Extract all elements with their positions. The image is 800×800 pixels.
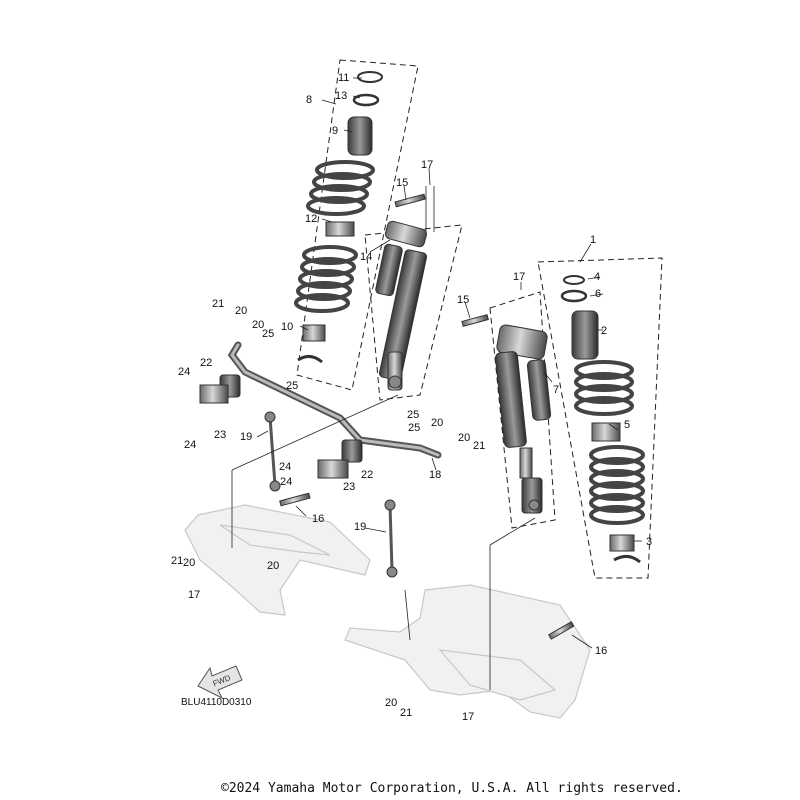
fwd-arrow-icon: FWD — [197, 665, 243, 700]
callout: 4 — [594, 271, 600, 283]
callout: 25 — [407, 409, 419, 421]
callout: 17 — [421, 159, 433, 171]
callout: 6 — [595, 288, 601, 300]
callout: 20 — [431, 417, 443, 429]
stabilizer-links — [264, 411, 398, 578]
dashed-box-8 — [296, 59, 419, 391]
callout: 21 — [400, 707, 412, 719]
dashed-box-14 — [364, 224, 463, 401]
copyright-notice: ©2024 Yamaha Motor Corporation, U.S.A. A… — [221, 781, 683, 796]
callout: 14 — [360, 251, 372, 263]
dashed-box-7 — [489, 291, 556, 529]
callout: 21 — [171, 555, 183, 567]
callout: 15 — [457, 294, 469, 306]
callout: 13 — [335, 90, 347, 102]
dashed-box-1 — [537, 257, 663, 579]
callout: 5 — [624, 419, 630, 431]
callout: 21 — [212, 298, 224, 310]
stabilizer-bar — [199, 341, 442, 479]
leader-lines — [231, 77, 642, 690]
callout: 16 — [312, 513, 324, 525]
callout: 15 — [396, 177, 408, 189]
callout: 20 — [235, 305, 247, 317]
callout: 10 — [281, 321, 293, 333]
callout: 20 — [183, 557, 195, 569]
callout: 17 — [462, 711, 474, 723]
callout: 22 — [361, 469, 373, 481]
callout: 16 — [595, 645, 607, 657]
callout-labels: 1 2 3 4 5 6 7 8 9 10 11 12 13 14 15 15 1… — [171, 72, 652, 723]
callout: 20 — [385, 697, 397, 709]
callout: 2 — [601, 325, 607, 337]
callout: 12 — [305, 213, 317, 225]
upper-shock-absorber — [375, 220, 428, 391]
callout: 25 — [408, 422, 420, 434]
bolts — [279, 193, 575, 640]
callout: 8 — [306, 94, 312, 106]
callout: 17 — [188, 589, 200, 601]
diagram-code: BLU4110D0310 — [181, 697, 252, 708]
callout: 25 — [262, 328, 274, 340]
callout: 24 — [279, 461, 291, 473]
callout: 7 — [553, 384, 559, 396]
left-spring-stack — [294, 71, 383, 364]
callout: 24 — [280, 476, 292, 488]
callout: 19 — [240, 431, 252, 443]
callout: 25 — [286, 380, 298, 392]
callout: 20 — [458, 432, 470, 444]
callout: 20 — [267, 560, 279, 572]
callout: 23 — [343, 481, 355, 493]
callout: 9 — [332, 125, 338, 137]
callout: 24 — [184, 439, 196, 451]
callout: 11 — [338, 72, 349, 84]
callout: 18 — [429, 469, 441, 481]
callout: 23 — [214, 429, 226, 441]
callout: 3 — [646, 536, 652, 548]
callout: 22 — [200, 357, 212, 369]
swingarm-left — [184, 504, 371, 616]
callout: 21 — [473, 440, 485, 452]
swingarm-right — [344, 584, 591, 719]
callout: 17 — [513, 271, 525, 283]
lower-shock-absorber — [495, 324, 552, 514]
callout: 19 — [354, 521, 366, 533]
callout: 24 — [178, 366, 190, 378]
callout: 20 — [252, 319, 264, 331]
callout: 1 — [590, 234, 596, 246]
right-spring-stack — [560, 275, 645, 564]
